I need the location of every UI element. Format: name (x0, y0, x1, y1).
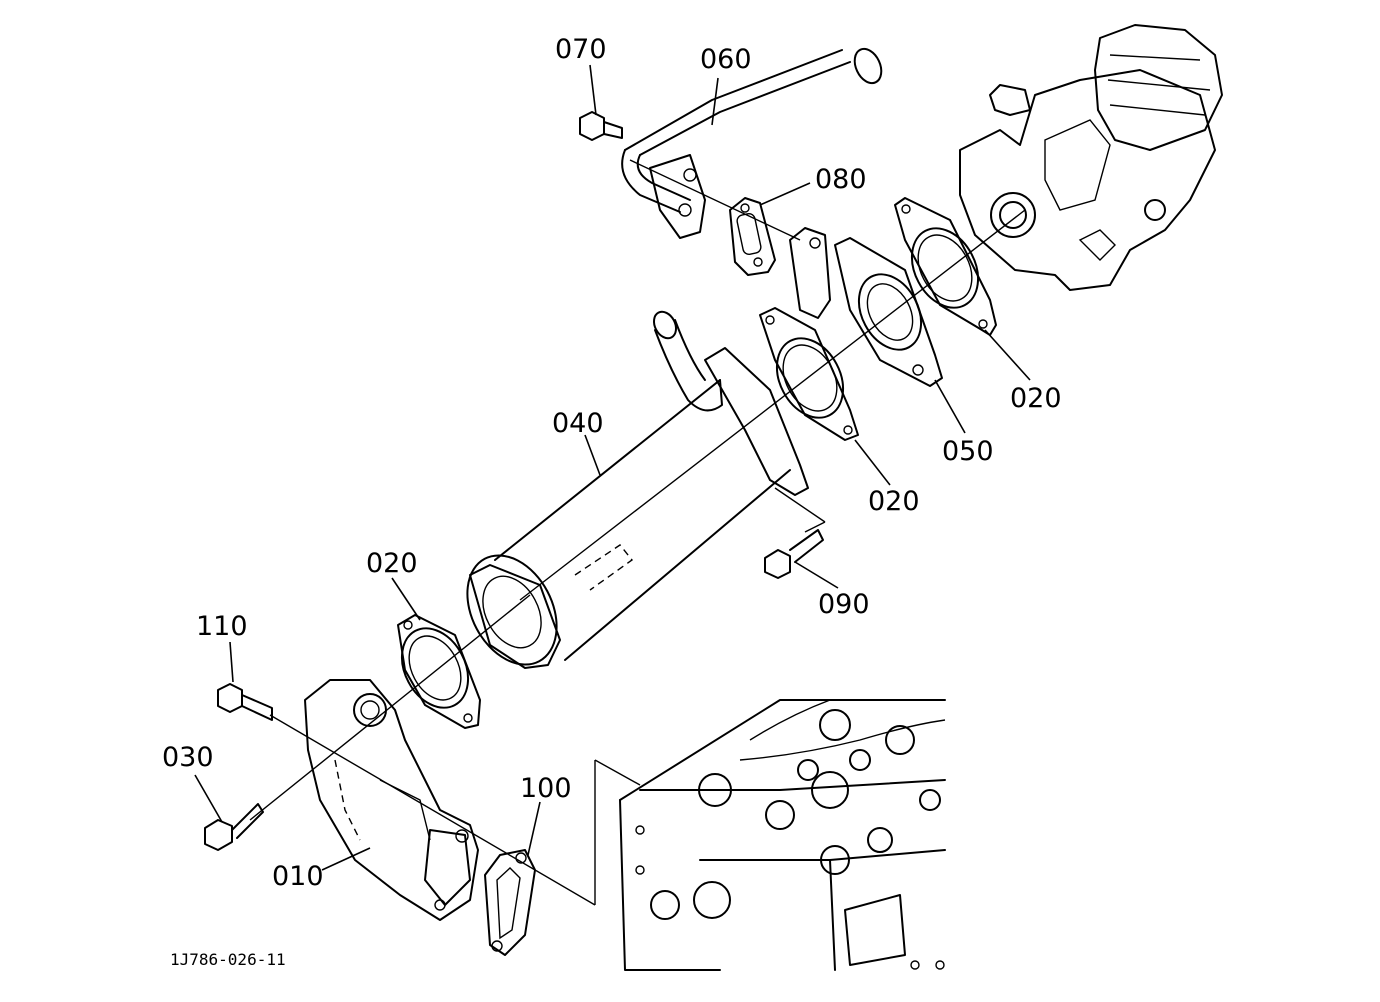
gasket-080 (729, 197, 776, 276)
label-050: 050 (942, 436, 994, 467)
label-070: 070 (555, 34, 607, 65)
bolt-030 (204, 803, 264, 851)
part-labels: 070 060 080 020 050 020 040 090 020 110 … (162, 34, 1062, 969)
pipe-060 (621, 47, 883, 239)
gasket-020-lower (397, 614, 481, 729)
label-010: 010 (272, 861, 324, 892)
label-030: 030 (162, 742, 214, 773)
gasket-020-middle (759, 307, 859, 441)
egr-valve (959, 24, 1223, 291)
bolt-070 (579, 111, 623, 141)
egr-cooler-040 (466, 310, 809, 669)
label-020-lower: 020 (366, 548, 418, 579)
figure-code: 1J786-026-11 (170, 950, 286, 969)
gasket-020-upper (894, 197, 997, 336)
cylinder-head (619, 699, 946, 971)
manifold-010 (304, 679, 479, 921)
assembly-centerlines (249, 159, 1026, 906)
label-060: 060 (700, 44, 752, 75)
label-040: 040 (552, 408, 604, 439)
label-110: 110 (196, 611, 248, 642)
label-080: 080 (815, 164, 867, 195)
label-090: 090 (818, 589, 870, 620)
label-020-middle: 020 (868, 486, 920, 517)
bolt-110 (217, 683, 273, 721)
leader-lines (194, 64, 1031, 871)
bolt-090 (764, 529, 824, 579)
label-020-upper: 020 (1010, 383, 1062, 414)
adapter-050 (789, 227, 943, 387)
label-100: 100 (520, 773, 572, 804)
gasket-100 (484, 849, 536, 956)
